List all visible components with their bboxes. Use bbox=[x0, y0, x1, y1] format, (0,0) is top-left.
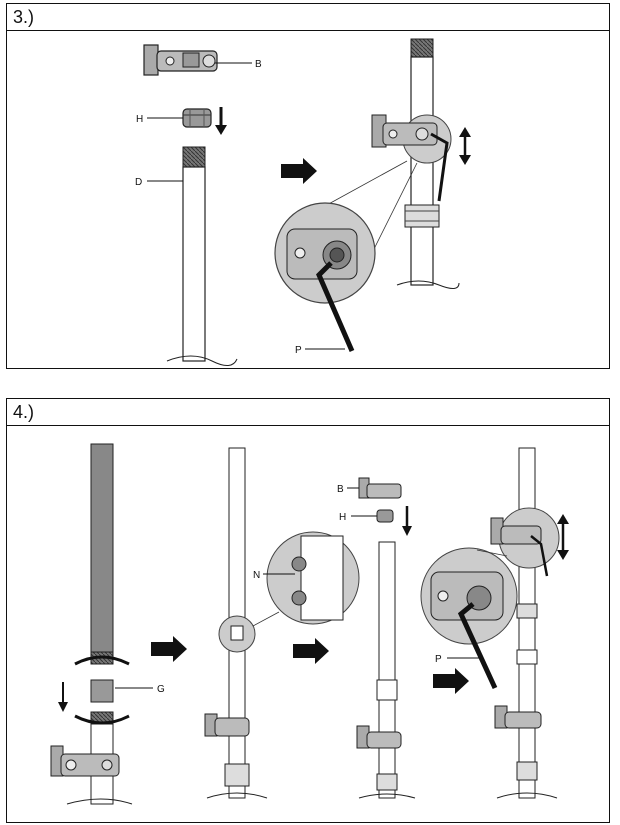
step-3-heading: 3.) bbox=[7, 4, 609, 31]
step-3-illustration: B H D bbox=[135, 38, 471, 366]
right-arrow-icon bbox=[433, 668, 469, 694]
pole-1 bbox=[58, 443, 130, 805]
label-n: N bbox=[253, 570, 260, 581]
down-arrow-icon bbox=[215, 107, 227, 135]
bracket-b-small bbox=[358, 477, 402, 499]
zoom-detail-n bbox=[266, 531, 360, 625]
zoom-line bbox=[252, 611, 280, 627]
pole-3 bbox=[356, 541, 416, 799]
right-arrow-icon bbox=[293, 638, 329, 664]
pole-d bbox=[166, 146, 238, 366]
step-4-illustration: G N bbox=[50, 443, 569, 805]
label-h: H bbox=[136, 114, 143, 125]
zoom-detail-p bbox=[420, 547, 518, 690]
right-arrow-icon bbox=[151, 636, 187, 662]
up-down-arrow-icon bbox=[557, 514, 569, 560]
nut-h bbox=[182, 108, 212, 128]
zoom-line bbox=[476, 549, 508, 557]
bracket-b bbox=[143, 44, 218, 76]
pole-4 bbox=[490, 447, 560, 799]
step-4-heading: 4.) bbox=[7, 399, 609, 426]
down-arrow-icon bbox=[402, 506, 412, 536]
step-3-panel: 3.) B H bbox=[6, 3, 610, 369]
label-h: H bbox=[339, 512, 346, 523]
right-arrow-icon bbox=[281, 158, 317, 184]
up-down-arrow-icon bbox=[459, 127, 471, 165]
label-p: P bbox=[435, 654, 442, 665]
bracket-on-pole bbox=[371, 114, 452, 202]
assembled-pole bbox=[396, 38, 460, 289]
label-b: B bbox=[337, 484, 344, 495]
label-g: G bbox=[157, 684, 165, 695]
pole-2 bbox=[204, 447, 268, 799]
bracket-pole-1 bbox=[50, 745, 120, 777]
nut-h-small bbox=[376, 509, 394, 523]
label-p: P bbox=[295, 345, 302, 356]
label-d: D bbox=[135, 177, 142, 188]
zoom-line bbox=[324, 160, 408, 207]
step-4-panel: 4.) G bbox=[6, 398, 610, 823]
zoom-detail bbox=[274, 202, 376, 352]
label-b: B bbox=[255, 59, 262, 70]
